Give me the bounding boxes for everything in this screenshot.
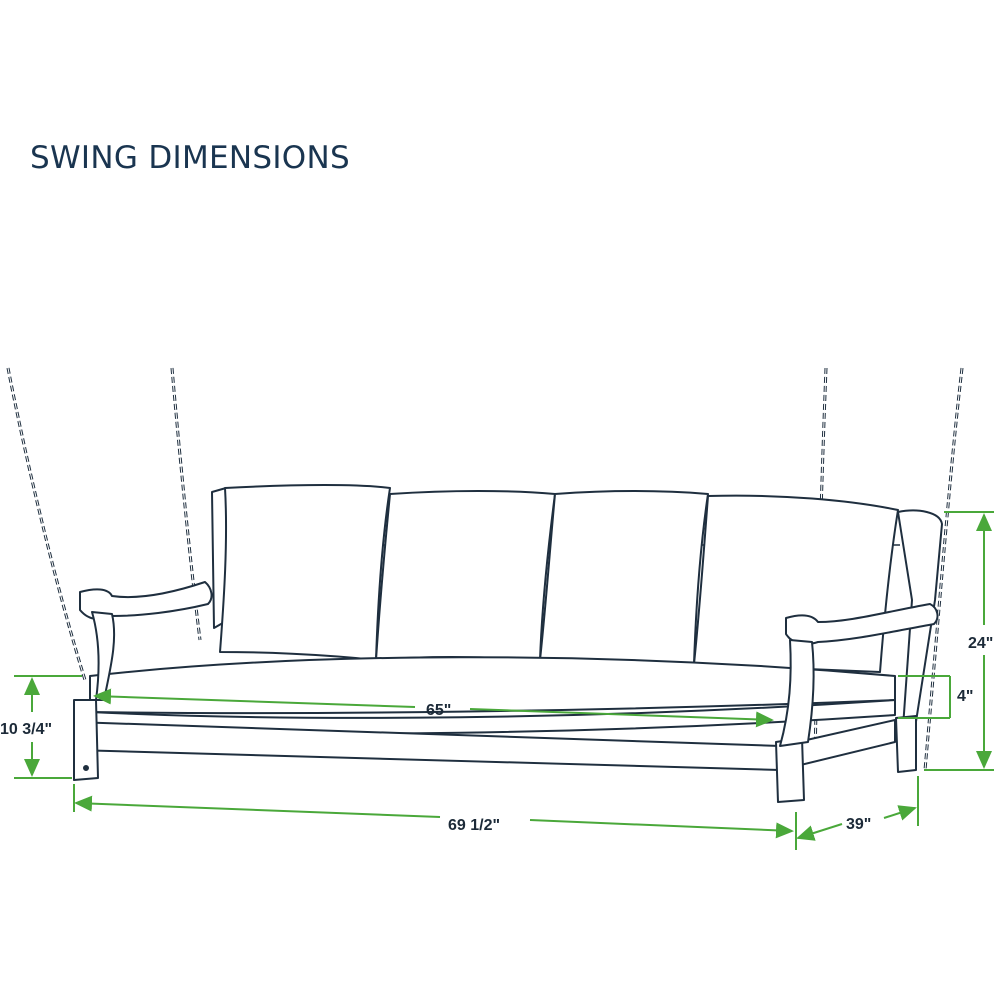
- back-cushion-3: [539, 490, 709, 665]
- label-back-height: 24": [968, 635, 993, 652]
- depth-line-right: [883, 805, 917, 821]
- leg-back-right: [895, 715, 917, 773]
- label-depth: 39": [846, 816, 871, 833]
- overall-width-line-right: [529, 819, 794, 839]
- depth-line-left: [796, 823, 843, 841]
- overall-width-line-left: [74, 795, 441, 818]
- back-cushion-2: [375, 490, 556, 661]
- chain-front-left: [6, 367, 87, 681]
- label-seat-height: 10 3/4": [0, 721, 52, 738]
- seat-width-line-right: [469, 708, 774, 728]
- label-seat-width: 65": [426, 702, 451, 719]
- label-overall-width: 69 1/2": [448, 817, 500, 834]
- dimension-lines: [14, 511, 994, 850]
- leg-front-left: [73, 699, 99, 781]
- back-cushion-1: [219, 484, 391, 661]
- page-title: SWING DIMENSIONS: [30, 140, 350, 176]
- armrest-right: [785, 603, 939, 645]
- leg-front-right: [775, 737, 805, 803]
- arm-support-right: [779, 639, 815, 747]
- swing-frame: [73, 484, 943, 803]
- seat-width-line-left: [93, 688, 416, 708]
- label-cushion-thickness: 4": [957, 688, 973, 705]
